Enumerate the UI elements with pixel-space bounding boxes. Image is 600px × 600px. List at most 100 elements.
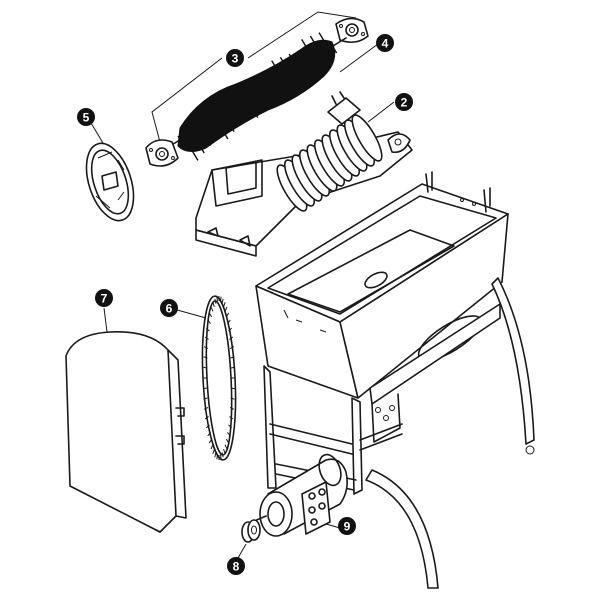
callout-5-label: 5 (83, 111, 90, 125)
callout-6: 6 (160, 299, 178, 317)
belt-rib (229, 407, 235, 410)
bristle-tuft (329, 41, 338, 54)
belt-rib (205, 424, 210, 429)
callout-3-label: 3 (232, 52, 239, 66)
belt-rib (203, 356, 208, 359)
bristle-tuft (198, 117, 208, 131)
leader-line-3b (151, 57, 223, 143)
belt-rib (225, 312, 230, 318)
brush-roller-assembly (145, 11, 379, 167)
belt-rib (228, 424, 233, 429)
tray-comb-arm (327, 97, 361, 125)
front-left-leg (263, 365, 277, 489)
rear-right-leg (491, 277, 535, 445)
brush-bristles (177, 39, 336, 152)
bristle-tuft (202, 132, 212, 147)
belt-rib (230, 387, 235, 390)
belt-rib (207, 432, 211, 437)
belt-rib (203, 366, 208, 369)
bristle-tuft (209, 126, 218, 139)
belt-rib (212, 448, 215, 454)
bristle-tuft (276, 78, 289, 97)
belt-rib (230, 356, 235, 359)
bristle-tufts (177, 32, 338, 161)
callout-7: 7 (95, 289, 113, 307)
bearing-plate-bottom (145, 139, 179, 167)
leader-line-4 (339, 43, 379, 73)
bristle-tuft (254, 94, 265, 111)
callout-6-label: 6 (166, 302, 173, 316)
bristle-tuft (267, 71, 275, 83)
bristle-tuft (211, 102, 223, 120)
tray-shaft-end (387, 133, 411, 154)
belt-rib (205, 327, 210, 332)
belt-rib (230, 366, 235, 369)
bristle-tuft (271, 60, 282, 78)
bristle-tuft (284, 73, 295, 90)
bristle-tuft (177, 135, 185, 147)
bristle-tuft (314, 52, 325, 69)
bristle-tuft (288, 53, 297, 67)
front-right-leg (351, 397, 363, 495)
belt-rib (223, 448, 226, 454)
belt-rib (203, 387, 208, 390)
belt-rib (227, 432, 231, 437)
callout-7-label: 7 (101, 292, 108, 306)
callout-3: 3 (226, 49, 244, 67)
switch-knob-3 (389, 405, 395, 411)
belt-rib (203, 407, 209, 410)
belt-rib (223, 302, 226, 308)
bristle-tuft (217, 121, 229, 140)
bristle-tuft (291, 68, 301, 83)
callout-9: 9 (338, 517, 356, 535)
fan-guard (85, 117, 135, 222)
bristle-tuft (247, 100, 259, 119)
leader-line-3a (247, 11, 357, 59)
belt-rib (210, 306, 214, 312)
belt-rib (229, 416, 234, 420)
bristle-tuft (301, 38, 312, 56)
motor-end-cap (259, 491, 293, 537)
side-cover-panel (65, 307, 187, 533)
bristle-tuft (187, 142, 199, 161)
belt-rib (214, 298, 217, 304)
front-curved-leg (365, 469, 439, 589)
belt-rib (216, 296, 218, 302)
bristle-tuft (306, 57, 319, 76)
belt-rib (208, 438, 213, 444)
bristle-tuft (241, 81, 252, 99)
belt-rib (203, 397, 208, 400)
lower-brace (269, 423, 353, 455)
bristle-tuft (309, 35, 320, 51)
bristle-tuft (228, 96, 238, 110)
callout-2: 2 (395, 93, 413, 111)
belt-rib (221, 298, 224, 304)
belt-rib (207, 319, 211, 324)
hopper-drain-hole (364, 271, 388, 289)
bristle-tuft (262, 89, 272, 104)
belt-rib (229, 346, 235, 349)
callout-4: 4 (376, 34, 394, 52)
bristle-tuft (237, 92, 245, 104)
bristle-tuft (299, 62, 308, 75)
bristle-tuft (321, 46, 331, 61)
leader-line-9 (325, 523, 341, 529)
disc-stack (276, 114, 383, 212)
belt-rib (230, 397, 235, 400)
belt-rib (212, 302, 215, 308)
drive-belt (169, 295, 237, 461)
belt-rib (229, 336, 234, 340)
motor-pulley (237, 519, 261, 559)
leader-line-2 (367, 101, 395, 123)
callout-9-label: 9 (344, 520, 351, 534)
belt-rib (227, 319, 231, 324)
bristle-tuft (297, 50, 305, 62)
switch-knob-2 (383, 415, 389, 421)
hopper-side (339, 213, 509, 399)
bristle-tuft (258, 74, 267, 88)
belt-rib (204, 336, 209, 340)
bristle-tuft (224, 116, 235, 133)
belt-rib (220, 454, 222, 460)
belt-rib (224, 444, 228, 450)
